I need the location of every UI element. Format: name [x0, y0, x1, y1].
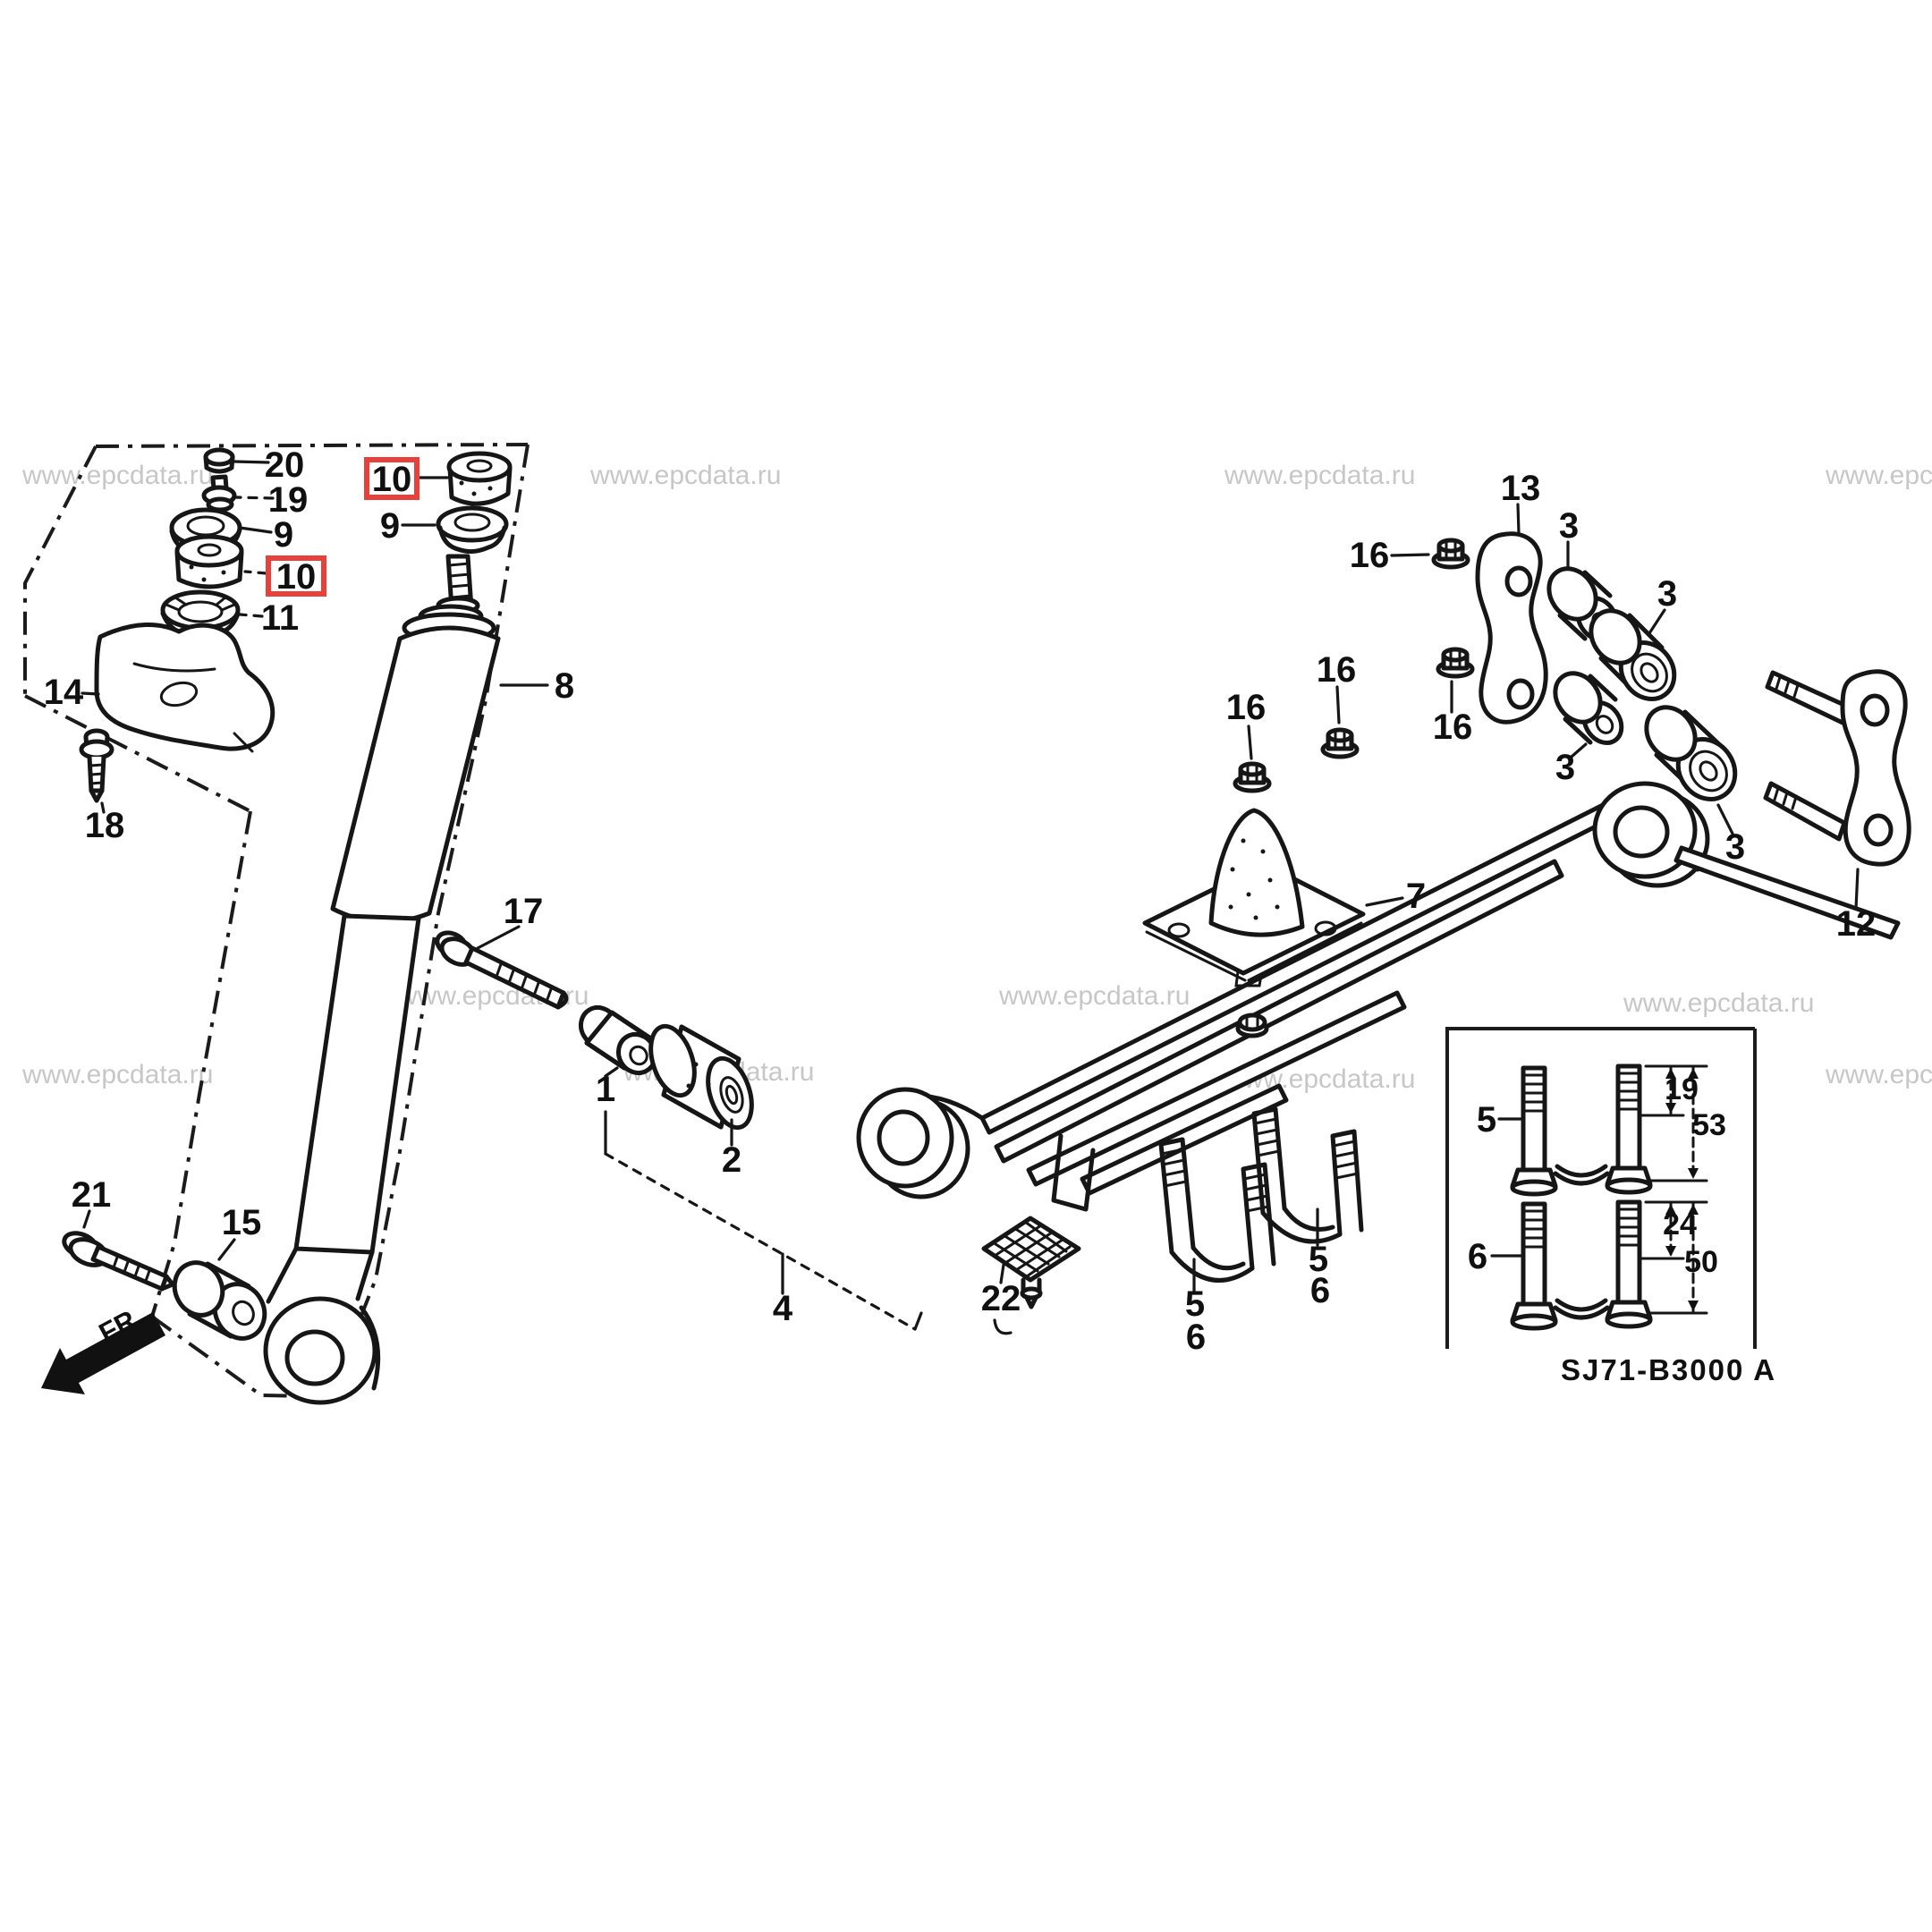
inset-dim-53: 53: [1692, 1108, 1726, 1142]
callout-14[interactable]: 14: [44, 673, 84, 712]
callout-13[interactable]: 13: [1501, 469, 1541, 508]
bushing-15: [172, 1260, 267, 1341]
callout-3-c[interactable]: 3: [1555, 748, 1575, 787]
leaf-spring: [856, 781, 1901, 1212]
highlight-box-10-top: [364, 457, 419, 500]
bolt-21: [62, 1231, 175, 1292]
callout-15[interactable]: 15: [222, 1203, 262, 1242]
callout-20[interactable]: 20: [265, 445, 305, 485]
watermark: www.epcdata.ru: [1224, 461, 1415, 490]
inset-dimension-lines: [1638, 1064, 1708, 1315]
callout-9-right[interactable]: 9: [380, 506, 400, 546]
leader-lines: [80, 460, 1860, 1335]
callout-10-left-highlighted[interactable]: 10: [276, 557, 317, 597]
inset-callout-5[interactable]: 5: [1477, 1100, 1496, 1140]
upper-mount-bushing-washer: [436, 451, 513, 555]
callout-6-front[interactable]: 6: [1186, 1318, 1206, 1357]
callout-16-c[interactable]: 16: [1226, 688, 1267, 727]
callout-16-d[interactable]: 16: [1433, 708, 1473, 747]
bolt-17: [435, 930, 569, 1010]
bolt-18: [79, 728, 114, 803]
callout-2[interactable]: 2: [722, 1140, 741, 1180]
callout-7[interactable]: 7: [1406, 877, 1426, 916]
shackle-plate-13: [1475, 531, 1548, 724]
callout-3-a[interactable]: 3: [1559, 506, 1579, 546]
callout-16-a[interactable]: 16: [1350, 536, 1390, 575]
shackle-12: [1763, 669, 1911, 867]
callout-16-b[interactable]: 16: [1317, 650, 1357, 690]
callouts: 20 19 9 10 11 14 18 10 9 8 17 1 2 4 22 5…: [44, 445, 1877, 1357]
upper-mount-bracket: [94, 623, 275, 753]
callout-8[interactable]: 8: [555, 666, 574, 706]
u-bolt-rear: [1251, 1106, 1364, 1244]
inset-detail-box: 5 6 19 53 24 50: [1445, 1027, 1757, 1349]
callout-22[interactable]: 22: [981, 1279, 1021, 1318]
callout-5-rear[interactable]: 5: [1309, 1240, 1328, 1279]
inset-dim-24: 24: [1663, 1208, 1697, 1241]
callout-5-front[interactable]: 5: [1185, 1284, 1205, 1324]
spring-center-bolt-nut: [1235, 1013, 1269, 1038]
watermark: www.epcdata.ru: [21, 461, 213, 490]
inset-dim-50: 50: [1684, 1245, 1718, 1279]
watermark: www.epcdata.ru: [998, 981, 1190, 1011]
bushing-3-upper-right: [1589, 608, 1677, 701]
bushing-3-lower-left: [1553, 671, 1624, 745]
inset-u-bolt-5: [1510, 1063, 1653, 1197]
inset-u-bolt-6: [1510, 1199, 1653, 1331]
u-bolt-front: [1158, 1137, 1276, 1283]
bushing-3-lower-right: [1644, 705, 1738, 801]
callout-6-rear[interactable]: 6: [1310, 1271, 1330, 1310]
callout-3-d[interactable]: 3: [1725, 827, 1745, 867]
watermark: www.epcdata.ru: [1825, 1060, 1932, 1089]
nut-16-a: [1434, 540, 1468, 567]
sleeve-1: [578, 1004, 658, 1076]
callout-11[interactable]: 11: [261, 598, 299, 638]
nut-16-d: [1438, 649, 1472, 676]
watermark: www.epcdata.ru: [1623, 988, 1814, 1018]
callout-21[interactable]: 21: [72, 1175, 112, 1215]
nut-16-b: [1323, 730, 1357, 757]
callout-1[interactable]: 1: [596, 1070, 615, 1109]
inset-dim-19: 19: [1665, 1072, 1699, 1106]
callout-10-top-highlighted[interactable]: 10: [372, 460, 412, 499]
callout-19[interactable]: 19: [268, 480, 309, 520]
fr-direction-arrow: FR.: [41, 1301, 165, 1394]
callout-17[interactable]: 17: [504, 892, 544, 931]
watermark: www.epcdata.ru: [21, 1060, 213, 1089]
shock-absorber: [263, 554, 501, 1405]
callout-3-b[interactable]: 3: [1657, 574, 1677, 614]
inset-callout-6[interactable]: 6: [1468, 1237, 1487, 1276]
pad-22: [981, 1216, 1081, 1309]
diagram-code: SJ71-B3000 A: [1561, 1353, 1776, 1386]
callout-18[interactable]: 18: [85, 806, 125, 845]
bump-stop: [1142, 808, 1366, 987]
left-mount-stack: [160, 447, 244, 640]
fr-arrow-icon: [41, 1312, 165, 1394]
callout-4[interactable]: 4: [773, 1289, 793, 1328]
nut-16-c: [1235, 764, 1269, 791]
bushing-2: [648, 1023, 754, 1131]
watermark: www.epcdata.ru: [1825, 461, 1932, 490]
highlight-box-10-left: [266, 555, 326, 597]
callout-9-left[interactable]: 9: [274, 515, 293, 555]
callout-12[interactable]: 12: [1836, 904, 1877, 944]
watermark: www.epcdata.ru: [589, 461, 781, 490]
